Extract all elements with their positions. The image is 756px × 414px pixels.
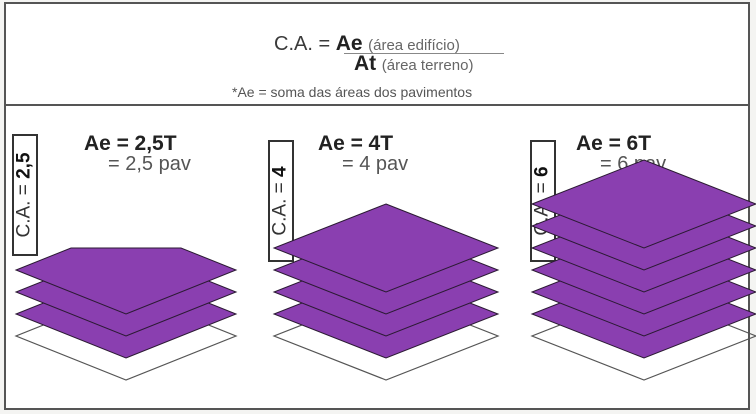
ae-value: 6T <box>626 132 652 155</box>
formula-denominator-note: (área terreno) <box>381 57 474 74</box>
ae-equation-panel-1: Ae = 2,5T = 2,5 pav <box>84 132 191 175</box>
fraction-bar <box>344 53 504 54</box>
floor-slab <box>530 159 756 249</box>
formula-numerator-note: (área edifício) <box>368 37 460 54</box>
floor-slab-partial <box>14 247 238 315</box>
formula-denominator: At <box>354 52 377 75</box>
pav-count: = 2,5 pav <box>108 153 191 175</box>
floor-slab <box>272 203 500 293</box>
ae-value: 2,5T <box>134 132 177 155</box>
formula-numerator-line: C.A. = Ae (área edifício) <box>274 32 460 56</box>
formula-numerator: Ae <box>335 32 363 55</box>
ae-label: Ae = <box>84 132 129 155</box>
ae-value: 4T <box>368 132 394 155</box>
formula-footnote: *Ae = soma das áreas dos pavimentos <box>232 84 473 100</box>
ae-equation-panel-2: Ae = 4T = 4 pav <box>318 132 409 175</box>
formula-lhs: C.A. = <box>274 33 331 55</box>
pav-count: = 4 pav <box>342 153 409 175</box>
formula-header: C.A. = Ae (área edifício) At (área terre… <box>6 4 748 106</box>
ca-label-panel-1: C.A. = 2,5 <box>12 134 38 256</box>
ae-label: Ae = <box>576 132 621 155</box>
formula-denominator-line: At (área terreno) <box>354 52 473 76</box>
ae-label: Ae = <box>318 132 363 155</box>
